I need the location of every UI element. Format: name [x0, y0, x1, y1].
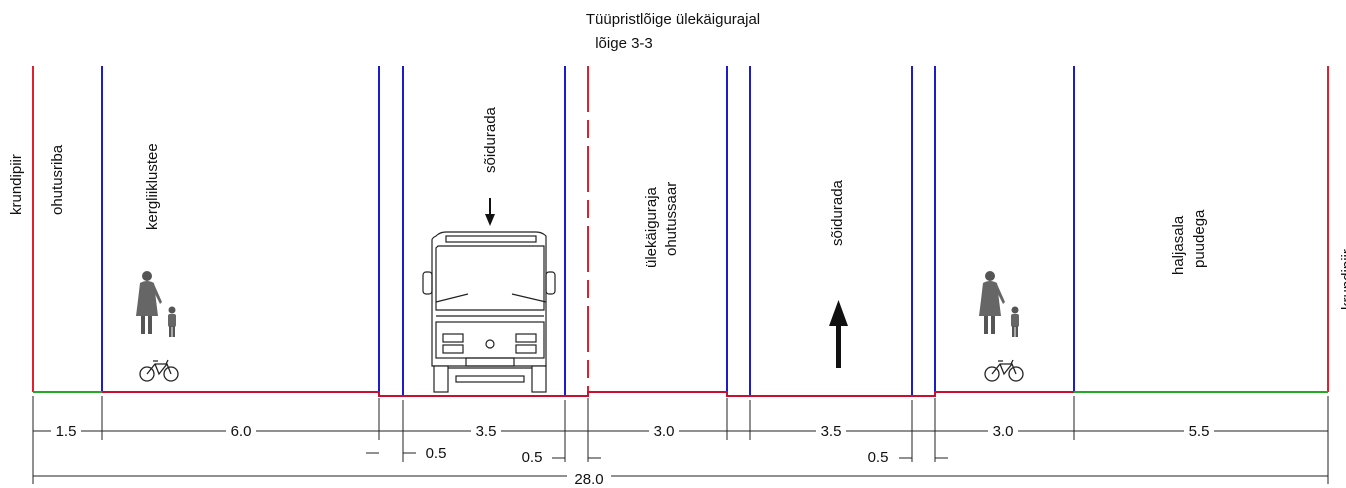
zone-label-soidurada-2: sõidurada [829, 179, 846, 246]
zone-label-ohutussaar-2: ohutussaar [663, 182, 680, 256]
zone-label-ohutusriba: ohutusriba [49, 144, 66, 215]
zone-label-ohutussaar-1: ülekäiguraja [643, 186, 660, 268]
dimension-label: 3.0 [993, 423, 1014, 440]
paved-surface [102, 391, 1074, 397]
dimension-label: 1.5 [56, 423, 77, 440]
total-dimension-label: 28.0 [574, 471, 603, 488]
title-line-2: lõige 3-3 [595, 35, 653, 52]
dimension-label: 5.5 [1189, 423, 1210, 440]
dimension-label: 0.5 [868, 449, 889, 466]
dimension-label: 3.5 [476, 423, 497, 440]
direction-arrow-up-icon [829, 300, 848, 368]
dimension-label: 6.0 [231, 423, 252, 440]
pedestrian-adult-child-icon [979, 271, 1019, 337]
bicycle-icon [984, 359, 1024, 382]
zone-label-soidurada-1: sõidurada [482, 106, 499, 173]
bicycle-icon [139, 359, 179, 382]
pedestrian-adult-child-icon [136, 271, 176, 337]
title-line-1: Tüüpristlõige ülekäigurajal [586, 11, 760, 28]
dimension-label: 3.0 [654, 423, 675, 440]
zone-label-krundipiir-left: krundipiir [8, 154, 25, 215]
zone-label-krundipiir-right: krundipiir [1339, 249, 1346, 310]
zone-label-haljasala-2: puudega [1191, 209, 1208, 268]
dimension-label: 0.5 [426, 445, 447, 462]
dimension-label: 0.5 [522, 449, 543, 466]
zone-label-kergliiklustee: kergliiklustee [144, 143, 161, 230]
bus-front-icon [422, 231, 556, 393]
dimension-label: 3.5 [821, 423, 842, 440]
zone-label-haljasala-1: haljasala [1170, 215, 1187, 275]
direction-arrow-down-icon [485, 198, 495, 226]
